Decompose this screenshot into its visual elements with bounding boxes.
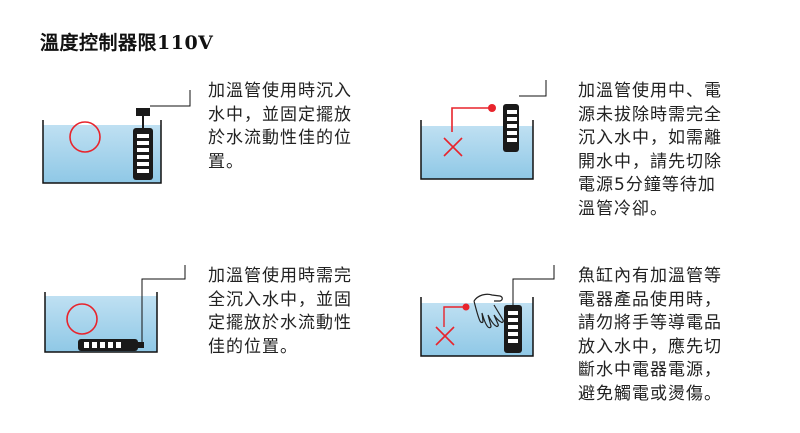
cable-line (141, 265, 186, 343)
tank-outline (420, 297, 534, 357)
panel-heater-out-of-water: 加溫管使用中、電 源未拔除時需完全 沉入水中，如需離 開水中，請先切除 電源5分… (416, 80, 721, 219)
hand-icon (473, 293, 504, 329)
heater-icon (504, 305, 522, 353)
instruction-text: 加溫管使用時需完 全沉入水中，並固 定擺放於水流動性 佳的位置。 (208, 266, 352, 357)
cross-wrong-icon (435, 326, 455, 346)
tank-illustration (420, 265, 555, 357)
tank-illustration (420, 80, 547, 180)
tank-illustration (44, 265, 186, 353)
heater-icon (78, 339, 144, 351)
cross-wrong-icon (443, 137, 463, 157)
callout-line (519, 80, 547, 97)
page-title: 溫度控制器限110V (40, 32, 214, 54)
callout-line (44, 292, 158, 353)
tank-outline (42, 120, 162, 184)
instruction-text: 魚缸內有加溫管等 電器產品使用時， 請勿將手等導電品 放入水中，應先切 斷水中電… (578, 266, 722, 404)
callout-line (150, 90, 191, 107)
panel-hand-in-water: 魚缸內有加溫管等 電器產品使用時， 請勿將手等導電品 放入水中，應先切 斷水中電… (416, 265, 721, 404)
circle-correct-icon (66, 303, 98, 335)
panel-horizontal-submerged: 加溫管使用時需完 全沉入水中，並固 定擺放於水流動性 佳的位置。 (40, 265, 351, 375)
instruction-text: 加溫管使用中、電 源未拔除時需完全 沉入水中，如需離 開水中，請先切除 電源5分… (578, 81, 722, 219)
tank-illustration (42, 90, 191, 184)
shock-path (443, 306, 466, 327)
callout-line (512, 265, 555, 305)
heater-icon (133, 108, 153, 180)
panel-vertical-submerged: 加溫管使用時沉入 水中，並固定擺放 於水流動性佳的位 置。 (40, 80, 351, 190)
circle-correct-icon (69, 121, 101, 153)
cable-with-plug (451, 104, 496, 132)
heater-icon (503, 104, 519, 152)
tank-outline (420, 120, 534, 180)
instruction-text: 加溫管使用時沉入 水中，並固定擺放 於水流動性佳的位 置。 (208, 81, 352, 172)
